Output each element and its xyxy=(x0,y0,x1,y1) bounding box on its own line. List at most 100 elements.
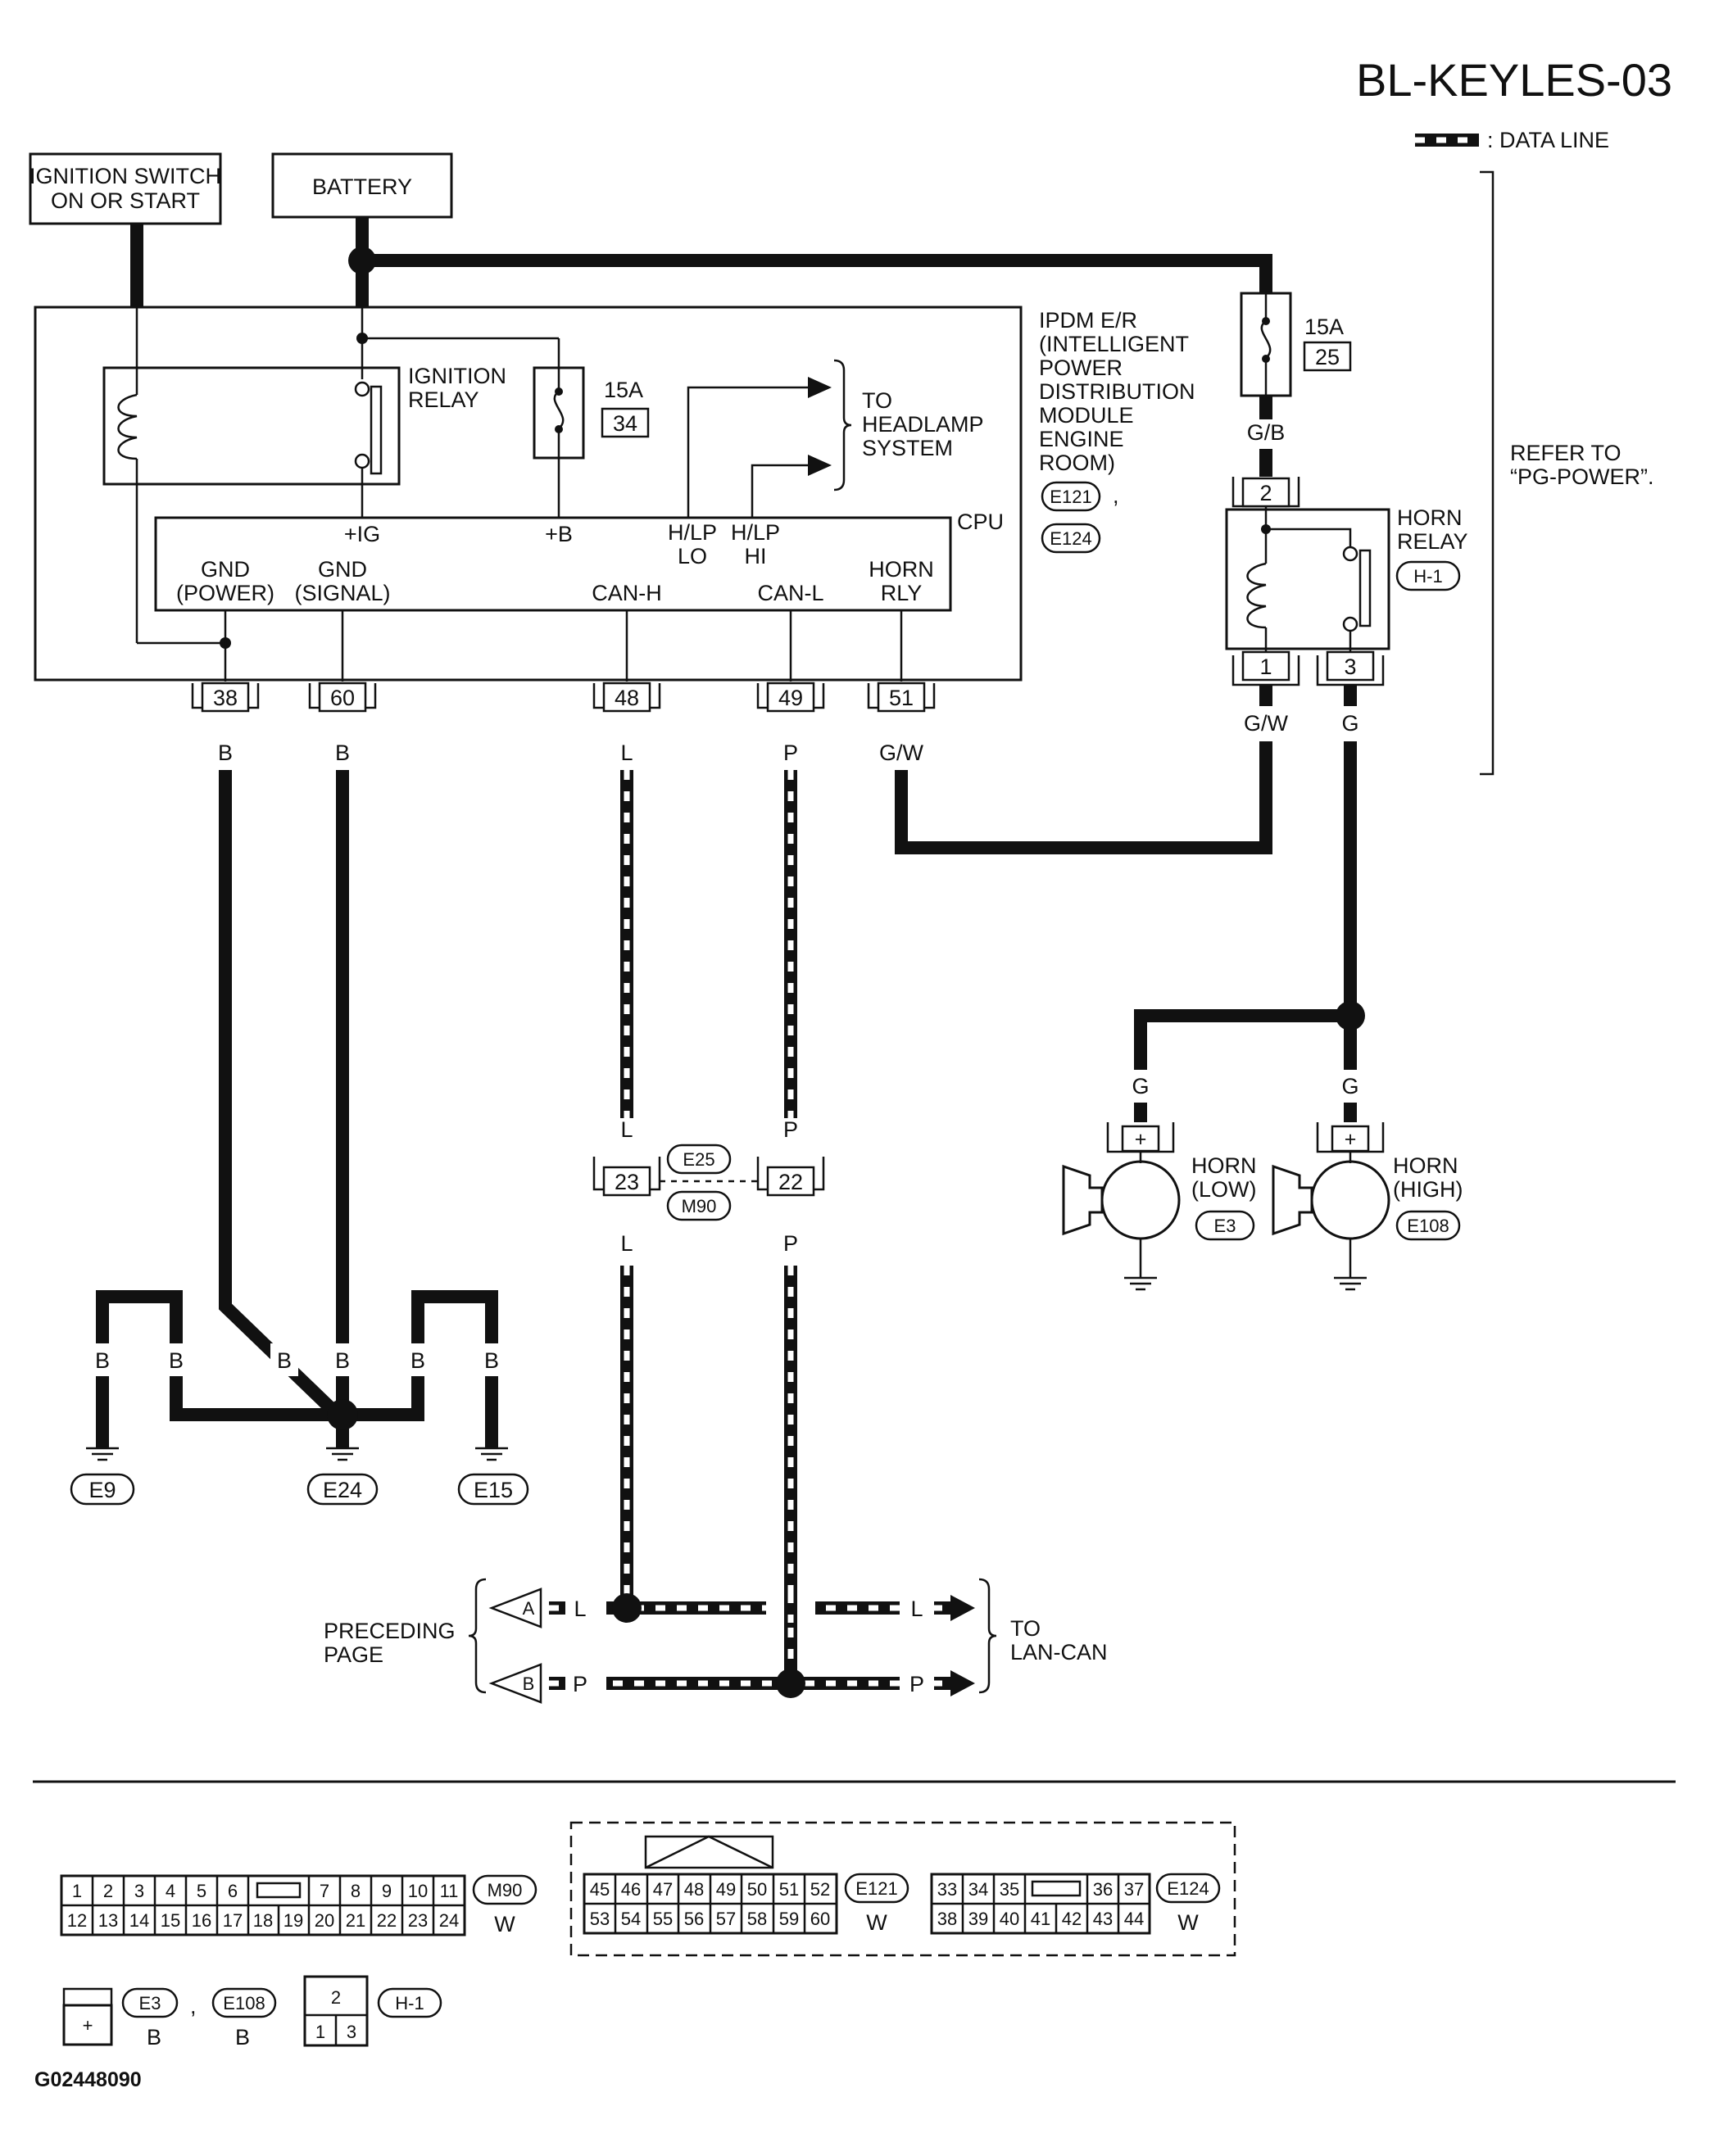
svg-text:39: 39 xyxy=(968,1909,988,1929)
connector-tag-e124 xyxy=(1041,523,1101,554)
horn-relay-pin-1 xyxy=(1241,650,1290,682)
ipdm-connector-views-group xyxy=(569,1821,1236,1957)
svg-text:E121: E121 xyxy=(1050,487,1091,507)
wire-color-48: L xyxy=(620,741,633,765)
svg-text:P: P xyxy=(573,1672,587,1696)
svg-text:60: 60 xyxy=(330,686,355,710)
terminal-ig: +IG xyxy=(344,522,380,546)
cpu-box xyxy=(154,516,952,612)
svg-text:55: 55 xyxy=(653,1909,673,1929)
wire-color-60: B xyxy=(335,741,350,765)
svg-text:E108: E108 xyxy=(223,1993,265,2013)
svg-text:9: 9 xyxy=(382,1881,392,1901)
diagram-title: BL-KEYLES-03 xyxy=(1356,54,1672,106)
svg-text:W: W xyxy=(494,1912,515,1936)
battery-splice xyxy=(348,247,376,274)
battery-label: BATTERY xyxy=(312,174,412,199)
svg-text:H-1: H-1 xyxy=(1413,566,1442,587)
svg-text:L: L xyxy=(620,1231,633,1256)
terminal-can-l: CAN-L xyxy=(757,581,823,605)
horn-relay-box xyxy=(1225,508,1390,650)
can-h-splice xyxy=(612,1593,642,1623)
svg-text:E25: E25 xyxy=(683,1149,714,1170)
svg-text:56: 56 xyxy=(684,1909,704,1929)
svg-text:51: 51 xyxy=(889,686,914,710)
svg-text:48: 48 xyxy=(684,1879,704,1900)
ignition-relay-contact xyxy=(370,385,383,475)
terminal-gnd-signal-1: GND xyxy=(318,557,367,582)
svg-text:3: 3 xyxy=(134,1881,144,1901)
wire-color-51: G/W xyxy=(879,741,924,765)
svg-text:22: 22 xyxy=(377,1910,397,1931)
horn-high-bell xyxy=(1272,1164,1313,1236)
svg-text:24: 24 xyxy=(439,1910,459,1931)
lan-p-arrow xyxy=(950,1670,975,1696)
refer-bracket xyxy=(1480,170,1495,776)
to-lan-brace xyxy=(978,1578,997,1694)
horn-relay-pin-3 xyxy=(1326,650,1375,682)
svg-text:13: 13 xyxy=(98,1910,118,1931)
svg-text:7: 7 xyxy=(320,1881,329,1901)
svg-text:B: B xyxy=(169,1348,184,1373)
svg-text:B: B xyxy=(277,1348,292,1373)
svg-text:B: B xyxy=(335,1348,350,1373)
ignition-relay-label-2: RELAY xyxy=(408,387,479,412)
svg-text:19: 19 xyxy=(283,1910,303,1931)
horn-low: + xyxy=(1062,1122,1181,1291)
joint-tag-e25 xyxy=(666,1144,732,1175)
can-l-splice xyxy=(776,1669,805,1698)
svg-text:B: B xyxy=(147,2025,161,2050)
ipdm-name: IPDM E/R (INTELLIGENT POWER DISTRIBUTION… xyxy=(1039,308,1195,475)
ignition-switch-box xyxy=(29,152,222,225)
svg-text:34: 34 xyxy=(968,1879,988,1900)
fuse-34-amp: 15A xyxy=(604,378,643,402)
pin-38: 38 xyxy=(191,682,260,713)
svg-text:ROOM): ROOM) xyxy=(1039,451,1115,475)
terminal-can-h: CAN-H xyxy=(592,581,662,605)
svg-text:1: 1 xyxy=(1259,654,1272,679)
preceding-label-2: PAGE xyxy=(324,1642,383,1667)
svg-text:15: 15 xyxy=(161,1910,180,1931)
svg-text:POWER: POWER xyxy=(1039,356,1123,380)
svg-text:38: 38 xyxy=(937,1909,957,1929)
connector-view-e121: 45 46 47 48 49 50 51 52 53 54 55 56 57 5… xyxy=(583,1873,909,1935)
fuse-34-element xyxy=(553,390,565,429)
connector-view-m90: 1 2 3 4 5 6 7 8 9 10 11 12 13 14 15 16 1… xyxy=(60,1874,537,1936)
pin-51: 51 xyxy=(867,682,936,713)
refer-label-2: “PG-POWER”. xyxy=(1510,464,1654,489)
terminal-gnd-power-2: (POWER) xyxy=(176,581,274,605)
svg-text:,: , xyxy=(190,1994,197,2018)
svg-text:20: 20 xyxy=(315,1910,334,1931)
svg-text:42: 42 xyxy=(1062,1909,1082,1929)
connector-tag-e121 xyxy=(1041,481,1101,512)
wire-horn-relay-control xyxy=(895,741,1272,854)
svg-text:L: L xyxy=(574,1597,586,1621)
terminal-gnd-signal-2: (SIGNAL) xyxy=(294,581,390,605)
figure-id: G02448090 xyxy=(34,2068,142,2091)
svg-text:E24: E24 xyxy=(323,1478,362,1502)
svg-text:B: B xyxy=(410,1348,425,1373)
svg-text:57: 57 xyxy=(716,1909,736,1929)
preceding-arrow-b xyxy=(488,1663,542,1704)
svg-text:51: 51 xyxy=(779,1879,799,1900)
svg-text:B: B xyxy=(235,2025,250,2050)
svg-text:5: 5 xyxy=(197,1881,206,1901)
svg-text:B: B xyxy=(484,1348,499,1373)
preceding-arrow-a xyxy=(488,1588,542,1628)
svg-text:H-1: H-1 xyxy=(395,1993,424,2013)
fuse-25-number: 25 xyxy=(1315,345,1340,369)
svg-text:E3: E3 xyxy=(1214,1216,1236,1236)
terminal-hlp-hi-1: H/LP xyxy=(731,520,780,545)
horn-relay-coil xyxy=(1246,562,1267,629)
horn-relay-wire-color-gw: G/W xyxy=(1244,711,1289,736)
svg-text:23: 23 xyxy=(408,1910,428,1931)
preceding-brace xyxy=(468,1578,487,1694)
svg-text:58: 58 xyxy=(747,1909,767,1929)
svg-text:B: B xyxy=(95,1348,110,1373)
svg-text:2: 2 xyxy=(103,1881,113,1901)
svg-text:,: , xyxy=(1113,483,1119,508)
svg-text:MODULE: MODULE xyxy=(1039,403,1134,428)
joint-pin-23: 23 xyxy=(592,1157,661,1197)
svg-text:1: 1 xyxy=(315,2022,325,2042)
horn-high-connector-tag xyxy=(1395,1210,1461,1241)
